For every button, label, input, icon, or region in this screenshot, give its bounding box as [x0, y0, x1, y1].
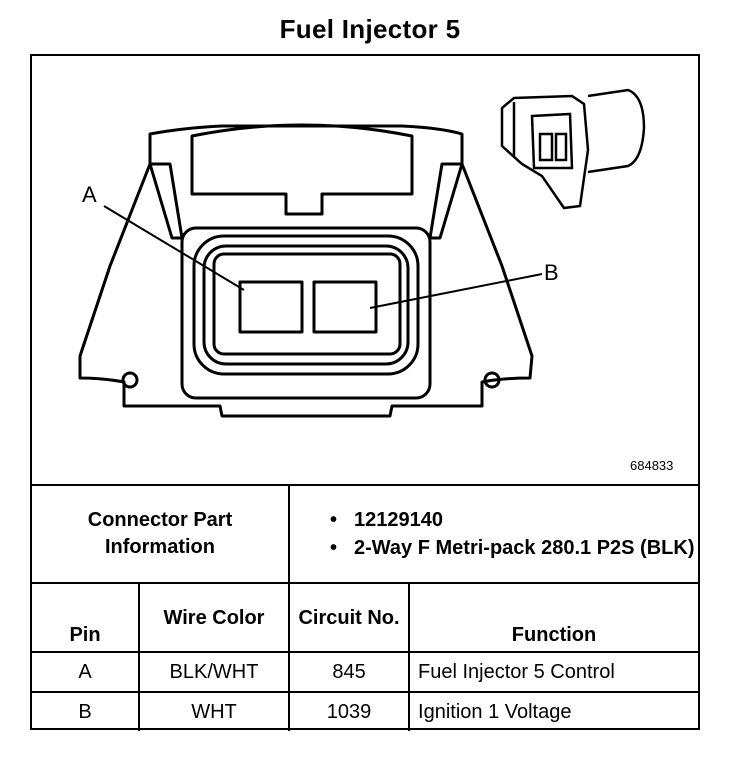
leader-line-b: [369, 273, 543, 309]
connector-info-table: Connector Part Information 12129140 2-Wa…: [32, 484, 699, 731]
connector-figure-frame: A B 684833 Connector Part Information 12…: [30, 54, 700, 731]
left-ear-hole: [121, 371, 139, 389]
right-latch: [428, 162, 464, 240]
terminal-shroud-middle: [192, 234, 420, 376]
connector-part-details: 12129140 2-Way F Metri-pack 280.1 P2S (B…: [288, 484, 699, 584]
connector-housing-outline: [78, 124, 534, 418]
table-row: A BLK/WHT 845 Fuel Injector 5 Control: [32, 651, 699, 693]
function-cell: Ignition 1 Voltage: [408, 691, 699, 731]
connector-part-label: Connector Part Information: [32, 484, 291, 584]
pin-b-callout: B: [544, 260, 559, 285]
wire-color-cell: BLK/WHT: [137, 651, 291, 693]
circuit-cell: 845: [288, 651, 411, 693]
function-cell: Fuel Injector 5 Control: [408, 651, 699, 693]
right-ear-hole: [483, 371, 501, 389]
terminal-seal: [212, 252, 402, 356]
connector-part-row: Connector Part Information 12129140 2-Wa…: [32, 484, 699, 584]
cavity-a: [238, 280, 304, 334]
table-row: B WHT 1039 Ignition 1 Voltage: [32, 691, 699, 731]
wire-color-cell: WHT: [137, 691, 291, 731]
connector-face-drawing: [78, 88, 646, 418]
pin-cell: A: [32, 651, 140, 693]
terminal-shroud-inner: [202, 244, 410, 366]
connector-diagram: A B 684833: [32, 56, 698, 484]
header-wire-color: Wire Color: [137, 582, 291, 653]
circuit-cell: 1039: [288, 691, 411, 731]
header-circuit-no: Circuit No.: [288, 582, 411, 653]
pin-cell: B: [32, 691, 140, 731]
table-header-row: Pin Wire Color Circuit No. Function: [32, 582, 699, 653]
leader-line-a: [103, 205, 245, 291]
cavity-b: [312, 280, 378, 334]
part-number: 12129140: [330, 508, 698, 532]
diagram-title: Fuel Injector 5: [279, 14, 461, 44]
figure-number: 684833: [630, 458, 674, 473]
header-pin: Pin: [32, 582, 140, 653]
left-latch: [148, 162, 184, 240]
terminal-shroud-outer: [180, 226, 432, 400]
pin-a-callout: A: [82, 182, 97, 207]
connector-inset-sketch: [500, 88, 646, 210]
connector-description: 2-Way F Metri-pack 280.1 P2S (BLK): [330, 536, 698, 560]
header-function: Function: [408, 582, 699, 653]
housing-top-arch: [190, 123, 414, 216]
